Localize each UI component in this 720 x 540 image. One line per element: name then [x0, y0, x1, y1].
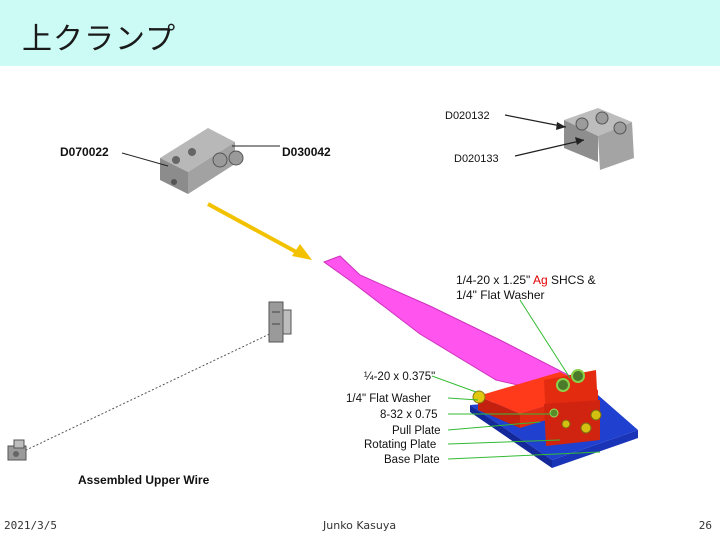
footer-date: 2021/3/5 [4, 519, 57, 532]
wire-end-clamp-upper [268, 301, 292, 343]
page-number: 26 [698, 519, 712, 532]
title-bar: 上クランプ [0, 0, 720, 66]
callout-base-plate: Base Plate [384, 454, 440, 466]
callout-flat-washer: 1/4" Flat Washer [346, 393, 431, 405]
leader-d020133 [514, 139, 585, 157]
callout-screw-0375: ¼-20 x 0.375" [364, 371, 435, 383]
label-d070022: D070022 [60, 145, 109, 159]
clamp-block-d020132 [564, 108, 634, 170]
clamp-block-d070022 [160, 128, 244, 194]
slide-title: 上クランプ [22, 22, 177, 57]
shcs-bolts [472, 369, 602, 434]
footer-author: Junko Kasuya [323, 519, 397, 532]
wire-end-clamp-lower [7, 439, 27, 461]
pull-plate-shape [478, 370, 600, 446]
assembled-caption: Assembled Upper Wire [78, 473, 210, 487]
leader-d020132 [504, 114, 567, 128]
callout-rotating-plate: Rotating Plate [364, 439, 436, 451]
label-d030042: D030042 [282, 145, 331, 159]
callout-shcs-line1: 1/4-20 x 1.25" Ag SHCS & [456, 273, 596, 287]
assembly-arrow [207, 202, 312, 260]
callout-leaders [431, 299, 601, 460]
label-d020132: D020132 [445, 110, 490, 122]
callout-screw-832: 8-32 x 0.75 [380, 409, 438, 421]
label-d020133: D020133 [454, 153, 499, 165]
leader-d070022 [121, 152, 169, 167]
callout-pull-plate: Pull Plate [392, 425, 441, 437]
assembly-figure: D070022 D030042 D020132 D020133 [7, 108, 638, 487]
callout-shcs-line2: 1/4" Flat Washer [456, 288, 545, 302]
assembled-wire [21, 329, 279, 453]
